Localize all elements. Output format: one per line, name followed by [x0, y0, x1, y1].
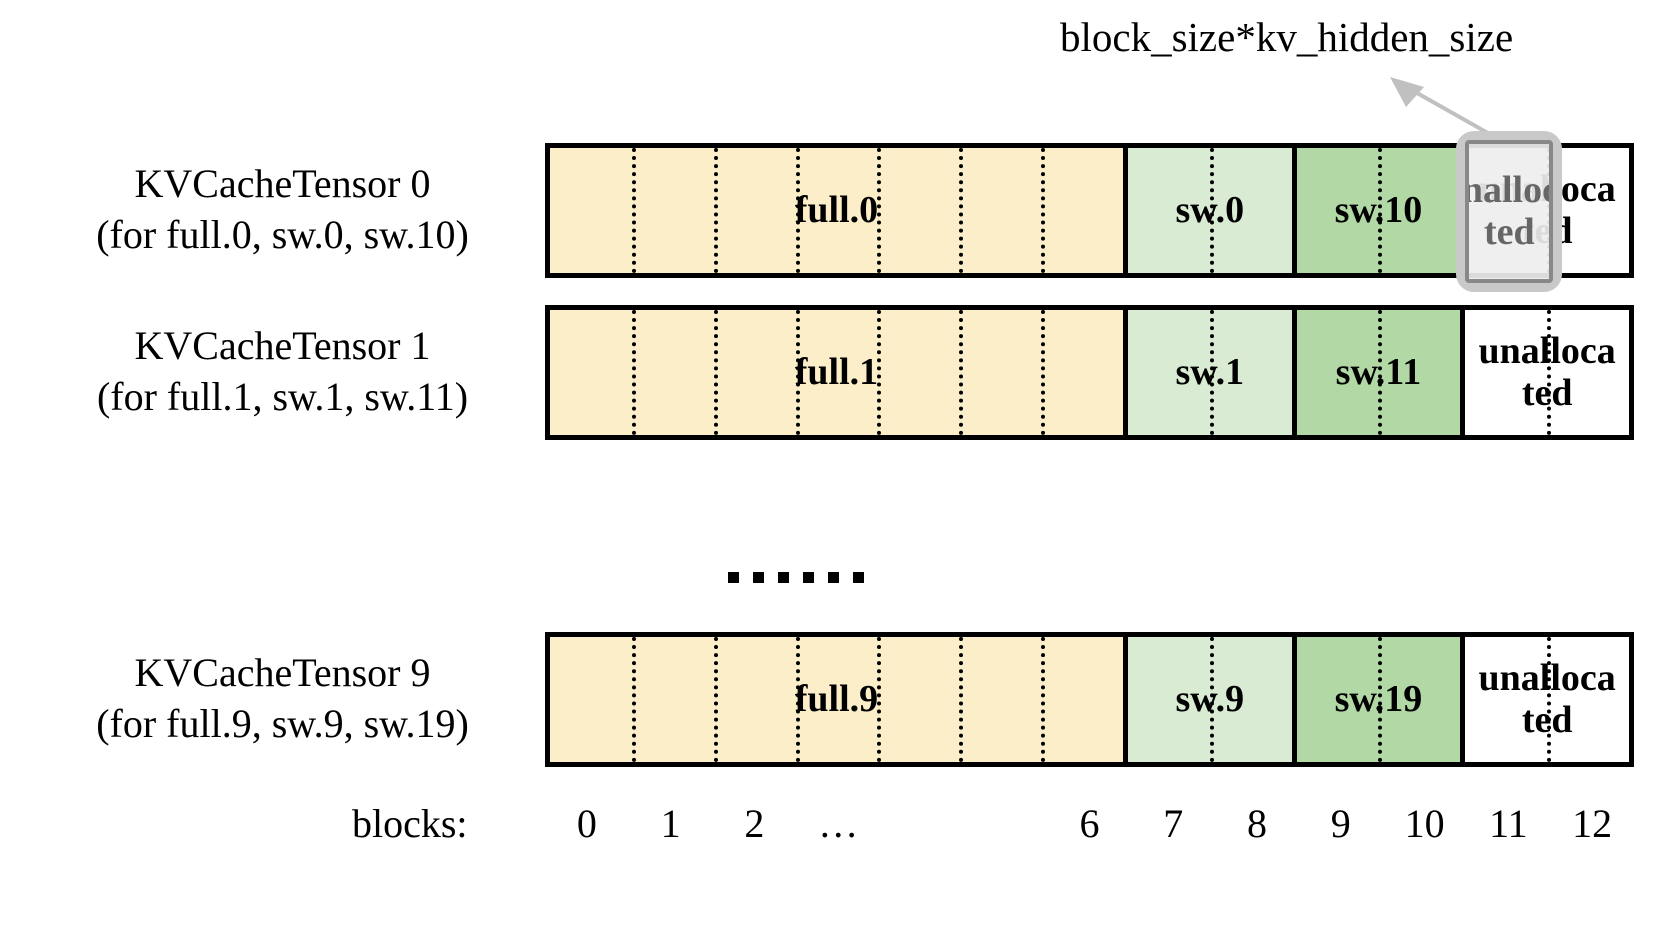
segment-label: sw.11: [1335, 350, 1422, 393]
segment-label: sw.19: [1334, 677, 1423, 720]
sw-low-segment[interactable]: sw.9: [1122, 637, 1292, 762]
axis-title: blocks:: [352, 801, 468, 846]
sw-high-segment[interactable]: sw.10: [1291, 148, 1461, 273]
axis-tick-label: 12: [1572, 801, 1613, 846]
row-label: KVCacheTensor 9 (for full.9, sw.9, sw.19): [30, 647, 535, 749]
axis-tick-label: 6: [1079, 801, 1100, 846]
block-divider: [631, 310, 636, 435]
block-divider: [959, 148, 964, 273]
full-segment[interactable]: full.1: [550, 310, 1123, 435]
axis-tick-label: 2: [744, 801, 765, 846]
segment-label: full.9: [794, 677, 879, 720]
block-divider: [1041, 148, 1046, 273]
block-highlight-callout[interactable]: unalloca ted: [1456, 131, 1563, 292]
row-label-title: KVCacheTensor 0: [134, 160, 431, 206]
axis-tick-label: 11: [1489, 801, 1528, 846]
kvcache-tensor-bar: full.1 sw.1 sw.11 unalloca ted: [545, 305, 1634, 440]
unallocated-segment[interactable]: unalloca ted: [1460, 310, 1629, 435]
axis-tick-label: 7: [1163, 801, 1184, 846]
segment-label: sw.1: [1175, 350, 1245, 393]
axis-tick-label: 8: [1247, 801, 1268, 846]
row-label-subtitle: (for full.0, sw.0, sw.10): [96, 211, 469, 257]
block-divider: [713, 310, 718, 435]
block-divider: [631, 148, 636, 273]
ellipsis-dot: [728, 572, 739, 583]
segment-label: unalloca ted: [1478, 656, 1616, 741]
block-divider: [713, 637, 718, 762]
axis-tick-label: 9: [1330, 801, 1351, 846]
full-segment[interactable]: full.9: [550, 637, 1123, 762]
sw-high-segment[interactable]: sw.11: [1291, 310, 1461, 435]
segment-label: sw.10: [1334, 188, 1423, 231]
block-divider: [1041, 637, 1046, 762]
kvcache-tensor-bar: full.9 sw.9 sw.19 unalloca ted: [545, 632, 1634, 767]
unallocated-segment[interactable]: unalloca ted: [1460, 637, 1629, 762]
row-label-title: KVCacheTensor 1: [134, 322, 431, 368]
axis-tick-label: 0: [576, 801, 597, 846]
segment-label: unalloca ted: [1478, 329, 1616, 414]
row-label: KVCacheTensor 0 (for full.0, sw.0, sw.10): [30, 158, 535, 260]
ellipsis-dot: [778, 572, 789, 583]
block-divider: [631, 637, 636, 762]
block-divider: [959, 310, 964, 435]
sw-low-segment[interactable]: sw.1: [1122, 310, 1292, 435]
callout-label: block_size*kv_hidden_size: [1060, 14, 1514, 60]
axis-tick-label: 10: [1404, 801, 1445, 846]
segment-label: sw.9: [1175, 677, 1245, 720]
row-label: KVCacheTensor 1 (for full.1, sw.1, sw.11): [30, 320, 535, 422]
row-label-title: KVCacheTensor 9: [134, 649, 431, 695]
row-label-subtitle: (for full.1, sw.1, sw.11): [96, 373, 469, 419]
sw-low-segment[interactable]: sw.0: [1122, 148, 1292, 273]
full-segment[interactable]: full.0: [550, 148, 1123, 273]
ellipsis-dot: [828, 572, 839, 583]
block-divider: [959, 637, 964, 762]
block-highlight-label: unalloca ted: [1465, 140, 1554, 283]
segment-label: full.1: [794, 350, 879, 393]
ellipsis-dot: [753, 572, 764, 583]
sw-high-segment[interactable]: sw.19: [1291, 637, 1461, 762]
row-label-subtitle: (for full.9, sw.9, sw.19): [96, 700, 469, 746]
vertical-ellipsis: [728, 572, 864, 583]
block-divider: [713, 148, 718, 273]
ellipsis-dot: [803, 572, 814, 583]
ellipsis-dot: [853, 572, 864, 583]
axis-tick-label: 1: [660, 801, 681, 846]
segment-label: sw.0: [1175, 188, 1245, 231]
block-divider: [1041, 310, 1046, 435]
axis-tick-label: …: [818, 801, 859, 846]
segment-label: full.0: [794, 188, 879, 231]
